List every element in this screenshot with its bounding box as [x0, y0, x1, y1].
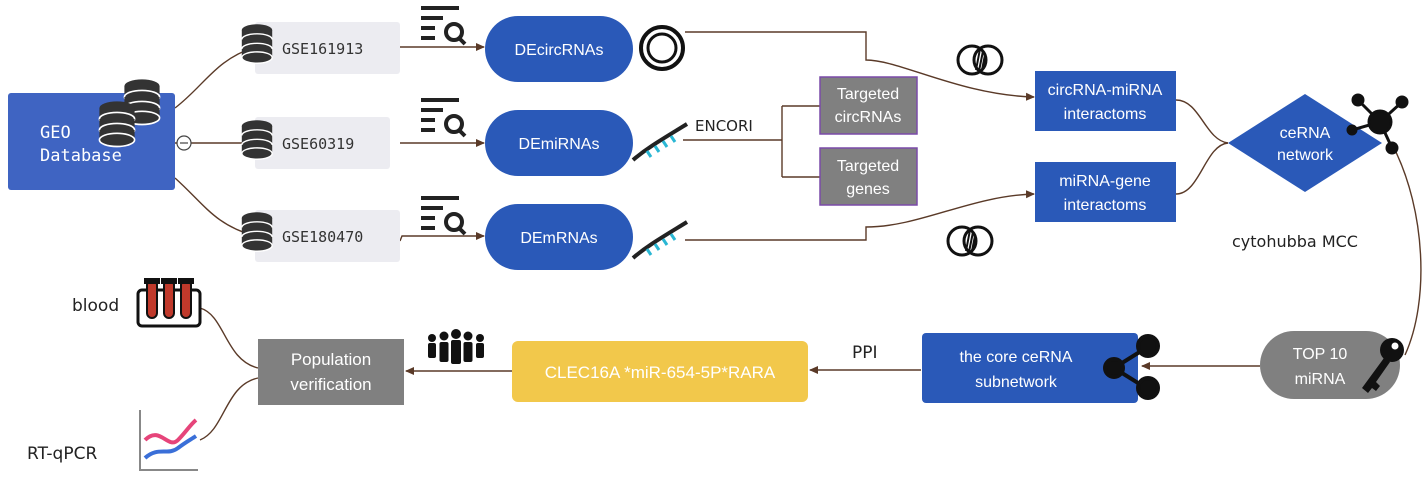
connector-blood-population	[199, 307, 259, 369]
search-list-icon	[419, 4, 467, 46]
core-subnetwork-line2: subnetwork	[975, 374, 1058, 391]
ppi-label: PPI	[852, 343, 878, 363]
circle-rings-icon	[639, 25, 685, 71]
mirna-gene-line1: miRNA-gene	[1059, 173, 1151, 190]
cerna-network-line1: ceRNA	[1280, 125, 1331, 142]
cerna-network-node: ceRNA network	[1228, 94, 1382, 192]
clec16a-node: CLEC16A *miR-654-5P*RARA	[512, 341, 808, 402]
mirna-gene-line2: interactoms	[1064, 197, 1147, 214]
geo-label-line2: Database	[40, 146, 122, 166]
database-icon	[241, 211, 273, 252]
connector-decircrnas-merge	[685, 31, 1035, 101]
gse180470-label: GSE180470	[282, 228, 363, 246]
collapse-icon	[176, 135, 192, 151]
encori-label: ENCORI	[695, 117, 753, 135]
circrna-mirna-line1: circRNA-miRNA	[1048, 82, 1163, 99]
network-icon	[1346, 93, 1409, 155]
demirnas-label: DEmiRNAs	[519, 136, 600, 153]
venn-icon	[946, 225, 994, 257]
cerna-network-line2: network	[1277, 147, 1334, 164]
connector-circrna-cerna	[1175, 99, 1229, 144]
key-icon	[1362, 338, 1404, 393]
line-chart-icon	[139, 410, 198, 471]
demrnas-label: DEmRNAs	[520, 230, 597, 247]
mirna-gene-node: miRNA-gene interactoms	[1035, 162, 1176, 222]
connector-demrnas-merge	[685, 190, 1035, 241]
gse60319-node: GSE60319	[241, 117, 390, 169]
decircrnas-label: DEcircRNAs	[515, 42, 604, 59]
targeted-genes-line2: genes	[846, 181, 890, 198]
rtqpcr-label: RT-qPCR	[27, 444, 97, 464]
targeted-circrnas-line2: circRNAs	[835, 109, 902, 126]
connector-mirnagene-cerna	[1175, 142, 1229, 195]
gse161913-node: GSE161913	[241, 22, 400, 74]
test-tubes-icon	[136, 278, 202, 328]
decircrnas-node: DEcircRNAs	[485, 16, 633, 82]
population-line2: verification	[290, 375, 371, 394]
search-list-icon	[419, 96, 467, 138]
core-subnetwork-node: the core ceRNA subnetwork	[922, 333, 1138, 403]
arrow-gse180470-demrnas	[399, 232, 485, 242]
people-icon	[428, 329, 484, 364]
gse60319-label: GSE60319	[282, 135, 354, 153]
demrnas-node: DEmRNAs	[485, 204, 633, 270]
population-line1: Population	[291, 350, 371, 369]
gse180470-node: GSE180470	[241, 210, 400, 262]
share-network-icon	[1103, 334, 1160, 400]
circrna-mirna-line2: interactoms	[1064, 106, 1147, 123]
connector-rtqpcr-population	[199, 377, 259, 441]
venn-icon	[956, 44, 1004, 76]
population-verification-node: Population verification	[258, 339, 404, 405]
circrna-mirna-node: circRNA-miRNA interactoms	[1035, 71, 1176, 131]
database-icon	[241, 23, 273, 64]
search-list-icon	[419, 194, 467, 236]
targeted-genes-line1: Targeted	[837, 158, 899, 175]
core-subnetwork-line1: the core ceRNA	[960, 349, 1073, 366]
database-icon	[98, 100, 136, 148]
connectors	[174, 31, 1422, 441]
database-icon	[241, 119, 273, 160]
targeted-genes-node: Targeted genes	[819, 147, 918, 206]
top10-line1: TOP 10	[1293, 346, 1348, 363]
rna-strand-icon	[631, 220, 689, 260]
top10-line2: miRNA	[1295, 371, 1346, 388]
geo-database-node: GEO Database	[8, 78, 175, 190]
rna-strand-icon	[631, 122, 689, 162]
clec16a-label: CLEC16A *miR-654-5P*RARA	[545, 363, 776, 382]
cytohubba-label: cytohubba MCC	[1232, 232, 1358, 251]
connector-cerna-top10	[1393, 147, 1422, 356]
geo-label-line1: GEO	[40, 123, 71, 143]
targeted-circrnas-node: Targeted circRNAs	[819, 76, 918, 135]
demirnas-node: DEmiRNAs	[485, 110, 633, 176]
top10-mirna-node: TOP 10 miRNA	[1260, 331, 1400, 399]
gse161913-label: GSE161913	[282, 40, 363, 58]
blood-label: blood	[72, 296, 119, 316]
targeted-circrnas-line1: Targeted	[837, 86, 899, 103]
